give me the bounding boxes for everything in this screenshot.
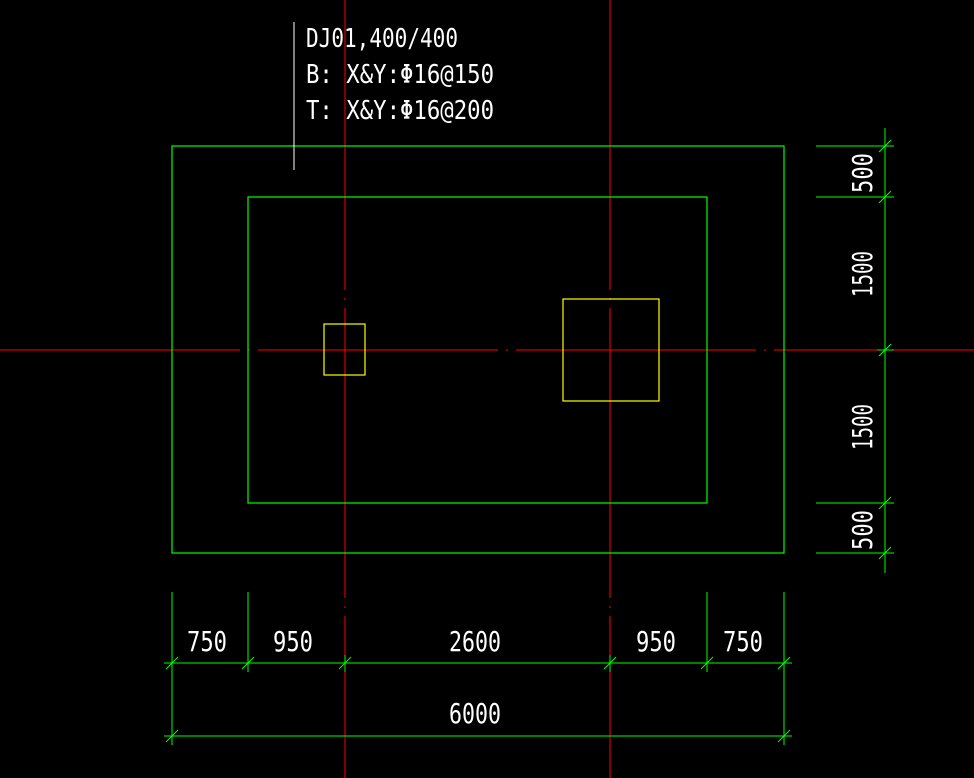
columns — [323, 298, 660, 402]
dim-v-2: 1500 — [846, 251, 879, 297]
label-line-3: T: X&Y:Φ16@200 — [306, 96, 494, 126]
dim-h-2: 950 — [273, 625, 313, 658]
label-line-2: B: X&Y:Φ16@150 — [306, 60, 494, 90]
dim-v-1: 500 — [846, 153, 879, 193]
horizontal-dimension-texts: 750 950 2600 950 750 6000 — [187, 625, 763, 730]
column-left — [323, 323, 366, 376]
dim-h-3: 2600 — [449, 625, 501, 658]
vertical-dimension-texts: 500 1500 1500 500 — [846, 153, 879, 550]
inner-step-outline — [247, 196, 708, 504]
dim-h-1: 750 — [187, 625, 227, 658]
dim-h-5: 750 — [723, 625, 763, 658]
horizontal-dimensions — [164, 592, 792, 745]
dim-v-3: 1500 — [846, 404, 879, 450]
column-right — [562, 298, 660, 402]
dim-v-4: 500 — [846, 510, 879, 550]
vertical-dimensions — [816, 128, 894, 573]
outer-footing-outline — [171, 145, 785, 554]
dim-h-4: 950 — [636, 625, 676, 658]
label-line-1: DJ01,400/400 — [306, 24, 458, 54]
foundation-outlines — [171, 145, 785, 554]
dim-total: 6000 — [449, 697, 501, 730]
foundation-label: DJ01,400/400 B: X&Y:Φ16@150 T: X&Y:Φ16@2… — [306, 24, 494, 126]
